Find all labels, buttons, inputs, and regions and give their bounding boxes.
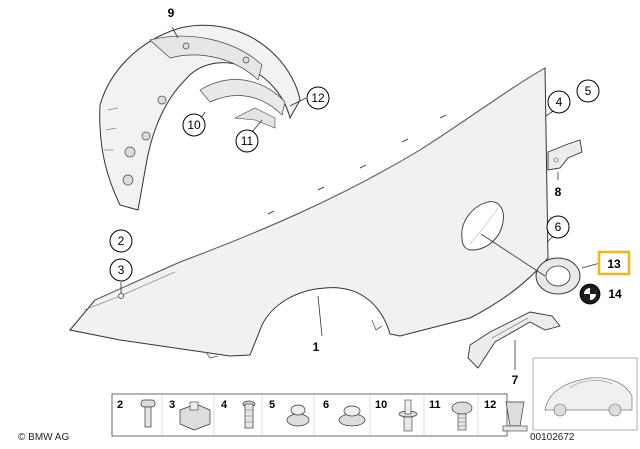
callout-5: 5 [576, 79, 600, 103]
svg-text:11: 11 [241, 134, 254, 148]
filler-ring [535, 257, 581, 295]
svg-text:3: 3 [118, 263, 125, 277]
legend-screw-icon [140, 399, 156, 428]
legend-number-2: 2 [117, 399, 124, 411]
callout-4: 4 [547, 90, 571, 114]
clip-point [118, 293, 124, 299]
legend-number-10: 10 [375, 399, 388, 411]
svg-text:2: 2 [118, 234, 125, 248]
callout-2: 2 [109, 229, 133, 253]
svg-text:6: 6 [555, 220, 562, 234]
document-number: 00102672 [530, 432, 575, 443]
callout-3: 3 [109, 258, 133, 282]
legend-number-11: 11 [429, 399, 441, 411]
svg-text:9: 9 [168, 6, 175, 20]
callout-8: 8 [555, 185, 562, 199]
emblem-part-14 [579, 283, 601, 305]
svg-text:13: 13 [607, 257, 621, 271]
side-panel [69, 67, 549, 359]
legend-number-3: 3 [169, 399, 176, 411]
svg-text:10: 10 [187, 118, 201, 132]
fastener-legend [111, 393, 528, 437]
wheel-arch-liner [99, 24, 301, 211]
callout-7: 7 [512, 373, 519, 387]
svg-text:8: 8 [555, 185, 562, 199]
legend-number-5: 5 [269, 399, 276, 411]
legend-pin-clip-icon [398, 399, 418, 432]
callout-10: 10 [182, 113, 206, 137]
callout-13: 13 [597, 250, 631, 276]
legend-number-12: 12 [484, 399, 497, 411]
legend-clip-nut-icon [179, 401, 211, 431]
vehicle-thumbnail [532, 357, 638, 431]
svg-text:4: 4 [556, 95, 563, 109]
legend-number-4: 4 [221, 399, 228, 411]
legend-grommet-large-icon [338, 405, 366, 427]
callout-1: 1 [313, 340, 320, 354]
svg-text:14: 14 [608, 287, 622, 301]
copyright-text: © BMW AG [18, 432, 70, 443]
callout-6: 6 [546, 215, 570, 239]
callout-11: 11 [235, 129, 259, 153]
bracket-part-8 [547, 139, 583, 171]
svg-text:5: 5 [585, 84, 592, 98]
legend-grommet-icon [286, 404, 310, 427]
legend-number-6: 6 [323, 399, 330, 411]
legend-expander-icon [502, 401, 528, 432]
legend-stud-icon [242, 400, 256, 429]
svg-text:7: 7 [512, 373, 519, 387]
legend-expanding-rivet-icon [451, 401, 473, 431]
callout-9: 9 [168, 6, 175, 20]
leader-lines [120, 26, 601, 370]
callout-14: 14 [608, 287, 622, 301]
svg-text:1: 1 [313, 340, 320, 354]
bracket-part-7 [467, 311, 561, 369]
callout-12: 12 [306, 86, 330, 110]
svg-text:12: 12 [311, 91, 325, 105]
